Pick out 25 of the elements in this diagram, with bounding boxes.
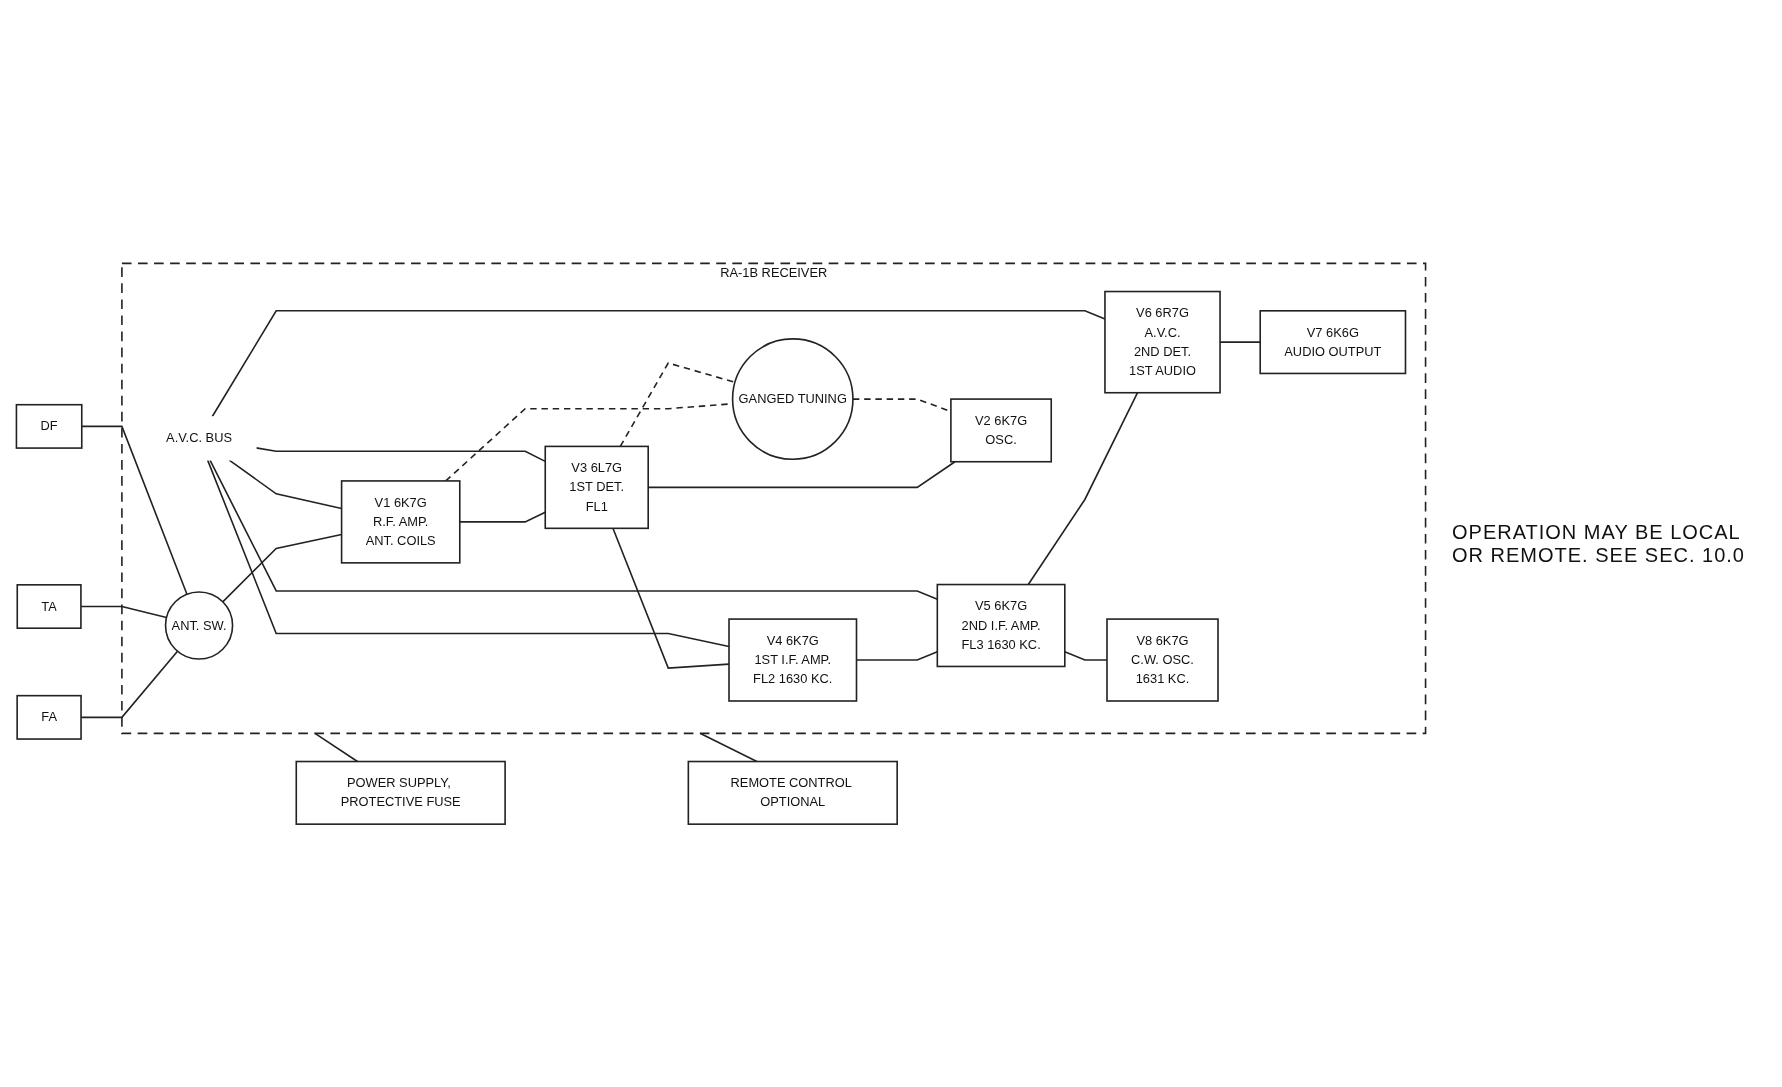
node-box: DF (15, 403, 83, 449)
node-box: V8 6K7G C.W. OSC. 1631 KC. (1106, 617, 1219, 702)
node-box: V5 6K7G 2ND I.F. AMP. FL3 1630 KC. (936, 583, 1066, 667)
node-box: V1 6K7G R.F. AMP. ANT. COILS (340, 479, 461, 564)
connector (1064, 650, 1108, 661)
node-box: TA (16, 583, 82, 629)
connector (619, 361, 736, 447)
node-box: POWER SUPPLY, PROTECTIVE FUSE (295, 760, 506, 825)
note-text: OPERATION MAY BE LOCAL OR REMOTE. SEE SEC. 10.0 (1452, 520, 1746, 567)
connector (1027, 391, 1139, 586)
node-circle: GANGED TUNING (731, 337, 854, 460)
node-box: V2 6K7G OSC. (950, 398, 1053, 463)
node-circle: ANT. SW. (164, 590, 234, 660)
connector (699, 732, 758, 763)
connector (206, 459, 730, 647)
node-text: A.V.C. BUS (166, 430, 233, 445)
connector (80, 605, 168, 618)
node-box: V3 6L7G 1ST DET. FL1 (544, 445, 649, 529)
connector (314, 732, 359, 763)
node-box: V4 6K7G 1ST I.F. AMP. FL2 1630 KC. (728, 617, 858, 702)
connector (612, 527, 730, 669)
node-box: REMOTE CONTROL OPTIONAL (687, 760, 898, 825)
node-box: FA (16, 694, 82, 740)
node-box: V7 6K6G AUDIO OUTPUT (1259, 309, 1407, 374)
node-box: V6 6R7G A.V.C. 2ND DET. 1ST AUDIO (1104, 290, 1221, 394)
